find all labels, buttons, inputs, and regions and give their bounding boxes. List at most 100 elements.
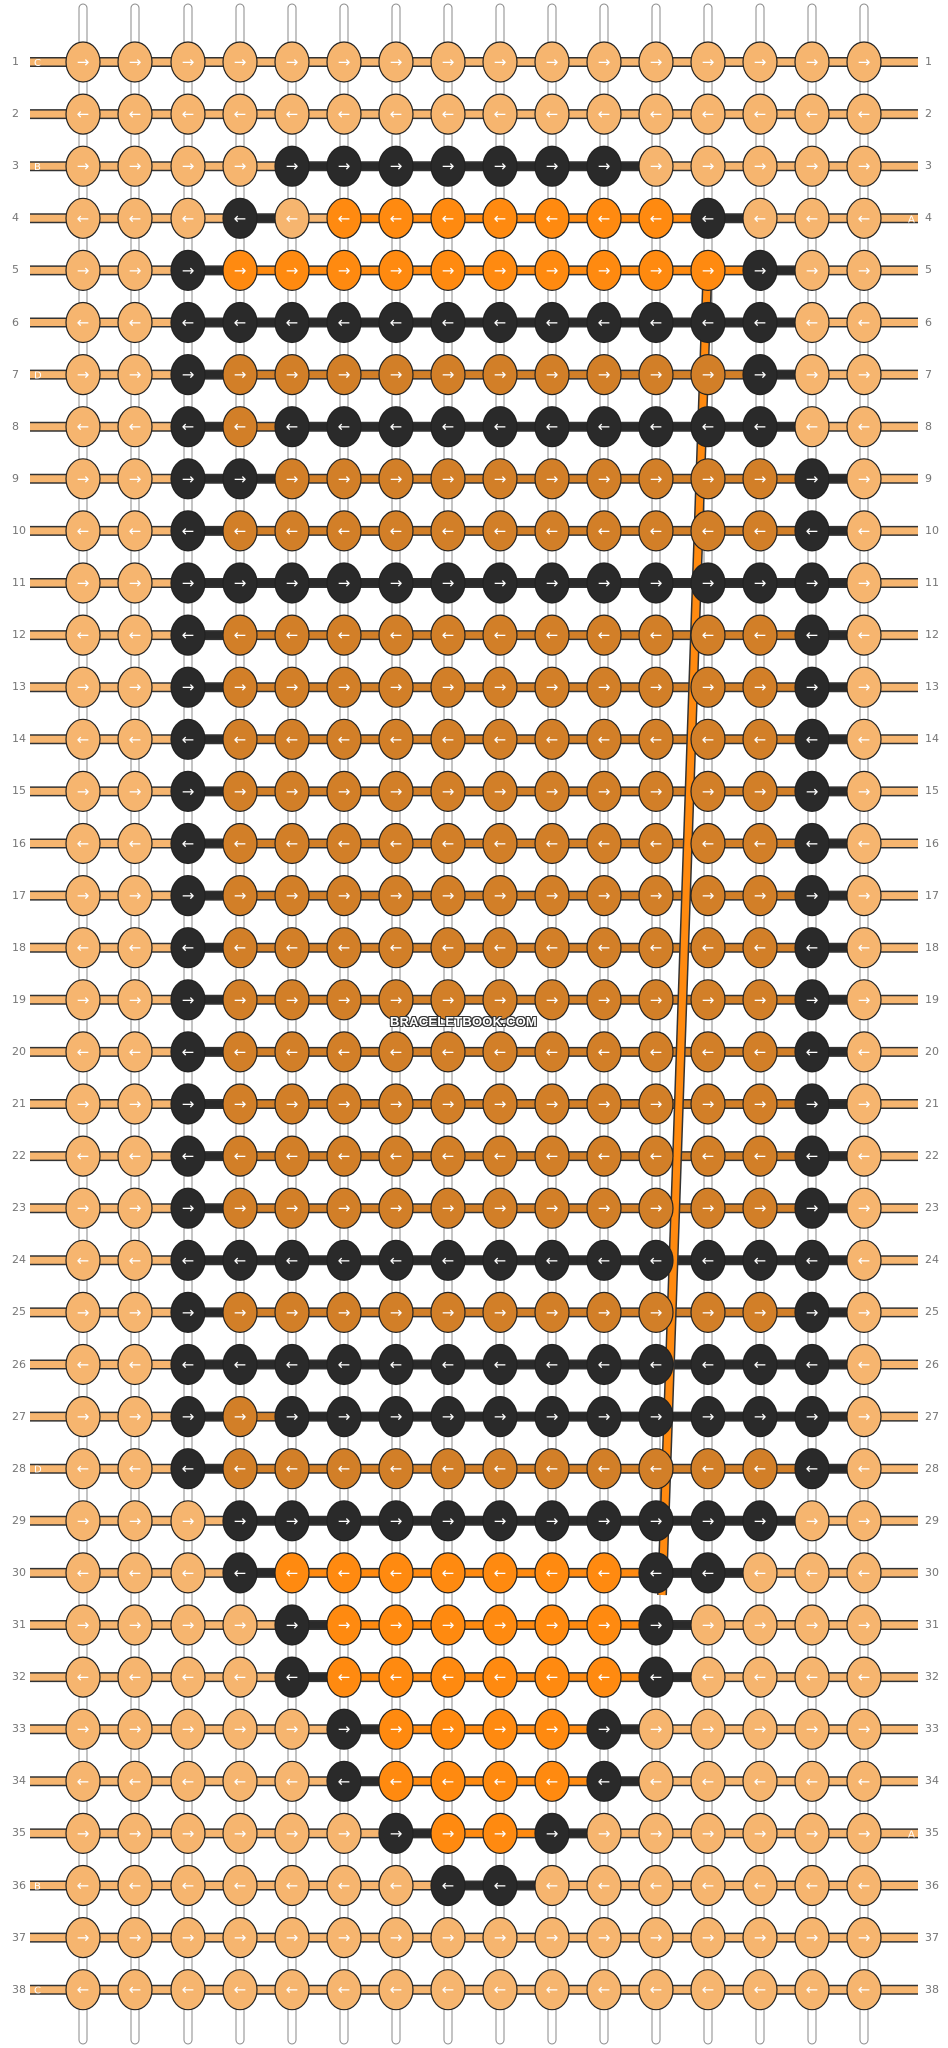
knot: → [65,1291,101,1334]
knot: ← [794,927,830,969]
arrow-right-icon: → [546,470,559,488]
arrow-left-icon: ← [598,418,611,436]
arrow-right-icon: → [754,1616,767,1634]
knot: ← [430,1760,466,1802]
knot: ← [690,1552,726,1594]
arrow-left-icon: ← [234,105,247,123]
knot: ← [378,927,414,969]
knot: → [534,1395,570,1438]
knot: → [794,874,830,917]
knot: → [846,145,882,187]
arrow-left-icon: ← [182,835,195,853]
knot: ← [274,1448,310,1490]
knot: → [794,666,830,708]
arrow-right-icon: → [129,1095,142,1113]
arrow-left-icon: ← [77,105,90,123]
knot: → [222,1812,258,1855]
arrow-left-icon: ← [494,418,507,436]
knot: → [482,354,518,396]
arrow-left-icon: ← [598,209,611,227]
arrow-right-icon: → [77,366,90,384]
arrow-left-icon: ← [442,1251,455,1269]
knot: ← [65,1239,101,1281]
arrow-left-icon: ← [77,418,90,436]
arrow-left-icon: ← [650,1877,663,1895]
arrow-left-icon: ← [702,1251,715,1269]
knot: → [430,145,466,187]
arrow-left-icon: ← [546,1356,559,1374]
knot: → [117,458,153,500]
knot: → [742,874,778,917]
knot: ← [378,93,414,135]
knot: ← [117,614,153,656]
arrow-right-icon: → [338,1720,351,1738]
knot: ← [170,1343,206,1386]
knot: → [378,145,414,187]
knots-layer: → → → → → → → → → → → → → → → → ← ← ← ← ← ← ← ← ← ← ← ← ← ← ← ← → → → → → → → →… [34,41,915,2011]
arrow-right-icon: → [129,1929,142,1947]
arrow-right-icon: → [858,1616,871,1634]
knot: → [586,249,622,291]
knot: ← [65,718,101,760]
arrow-right-icon: → [390,574,403,592]
knot: → [742,1916,778,1959]
knot: ← [117,1135,153,1177]
knot: ← [794,1031,830,1073]
row-number-left: 2 [12,107,19,121]
knot: ← [117,1448,153,1490]
knot: ← [378,822,414,865]
arrow-left-icon: ← [129,835,142,853]
arrow-left-icon: ← [129,1460,142,1478]
knot: ← [586,1031,622,1073]
arrow-left-icon: ← [702,1356,715,1374]
arrow-left-icon: ← [650,209,663,227]
arrow-right-icon: → [77,1095,90,1113]
knot: → [482,145,518,187]
arrow-left-icon: ← [806,1356,819,1374]
knot: → [846,1604,882,1646]
arrow-right-icon: → [806,1303,819,1321]
arrow-right-icon: → [390,1616,403,1634]
knot: → [326,979,362,1021]
row-number-right: 38 [925,1982,939,1996]
knot: ← [378,1656,414,1698]
arrow-right-icon: → [390,782,403,800]
arrow-left-icon: ← [754,522,767,540]
arrow-right-icon: → [546,1824,559,1842]
arrow-left-icon: ← [129,1877,142,1895]
arrow-left-icon: ← [77,1981,90,1999]
knot: → [482,1604,518,1646]
knot: ← [638,1239,674,1281]
arrow-right-icon: → [702,1408,715,1426]
arrow-right-icon: → [286,366,299,384]
knot: → [638,145,674,187]
knot: → [482,1291,518,1334]
arrow-left-icon: ← [390,1981,403,1999]
arrow-left-icon: ← [129,730,142,748]
knot: → [638,874,674,917]
arrow-left-icon: ← [494,1668,507,1686]
knot: → [742,1812,778,1855]
knot: ← [170,1656,206,1698]
knot: → [690,979,726,1021]
arrow-left-icon: ← [546,1043,559,1061]
arrow-left-icon: ← [494,1043,507,1061]
arrow-right-icon: → [494,366,507,384]
arrow-left-icon: ← [858,418,871,436]
knot: ← [586,1343,622,1386]
knot: ← [274,1656,310,1698]
arrow-left-icon: ← [390,1668,403,1686]
knot: ← [690,1969,726,2011]
arrow-left-icon: ← [286,522,299,540]
arrow-left-icon: ← [754,1356,767,1374]
arrow-right-icon: → [754,991,767,1009]
knot: ← [430,1239,466,1281]
row-number-right: 16 [925,836,939,850]
arrow-right-icon: → [494,1929,507,1947]
arrow-left-icon: ← [494,1147,507,1165]
knot: → [690,1395,726,1438]
arrow-right-icon: → [650,157,663,175]
knot: → [534,1708,570,1750]
knot: ← [117,301,153,344]
arrow-left-icon: ← [598,730,611,748]
